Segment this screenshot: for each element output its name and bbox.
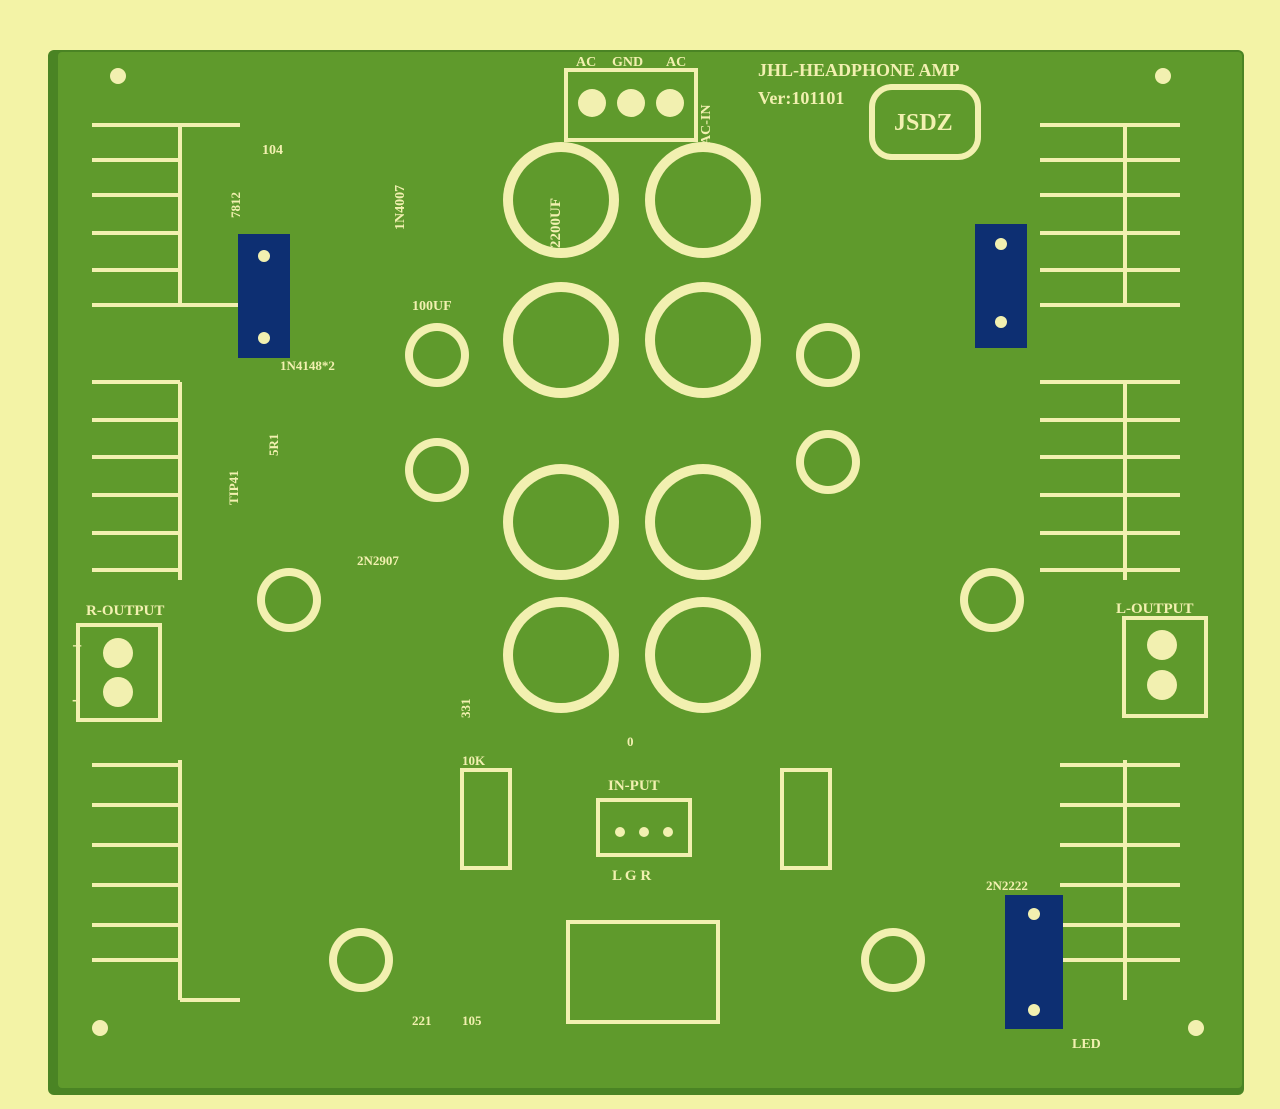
q-2n2222-label: 2N2222 xyxy=(986,878,1028,893)
plus-sign: + xyxy=(72,636,82,656)
brand-box-outline xyxy=(869,84,981,160)
led-label: LED xyxy=(1072,1037,1101,1052)
ac-label-left: AC xyxy=(576,55,596,70)
pcb-board xyxy=(58,52,1242,1088)
board-title: JHL-HEADPHONE AMP xyxy=(758,60,960,80)
diode-1n4007-label: 1N4007 xyxy=(393,185,408,230)
regulator-7812-label: 7812 xyxy=(228,192,243,218)
res-5r1-label: 5R1 xyxy=(266,434,281,456)
q-2n2907-label: 2N2907 xyxy=(357,553,399,568)
ac-in-label: AC-IN xyxy=(699,105,714,145)
input-label: IN-PUT xyxy=(608,778,660,794)
ac-in-terminal xyxy=(564,68,698,142)
cap-221-label: 221 xyxy=(412,1013,432,1028)
pot-footprints xyxy=(460,768,832,1024)
input-pins-label: L G R xyxy=(612,868,651,884)
r-output-label: R-OUTPUT xyxy=(86,603,164,619)
cap-100uf-label: 100UF xyxy=(412,299,452,314)
highlighted-resistors xyxy=(238,224,1063,1029)
pot-10k-label: 10K xyxy=(462,753,486,768)
zero-ohm-label: 0 xyxy=(627,734,634,749)
gnd-label: GND xyxy=(612,55,643,70)
brand-label: JSDZ xyxy=(894,110,953,136)
l-output-terminal xyxy=(1122,616,1208,718)
heatsink-outlines xyxy=(92,123,1180,1002)
mounting-holes xyxy=(92,68,1204,1036)
cap-2200uf-label: 2200UF xyxy=(548,198,564,248)
cap-331-label: 331 xyxy=(458,699,473,719)
tip41-label: TIP41 xyxy=(226,470,241,505)
minus-sign: - xyxy=(72,689,78,709)
diodes-1n4148-label: 1N4148*2 xyxy=(280,358,335,373)
board-version: Ver:101101 xyxy=(758,88,844,108)
cap-105-label: 105 xyxy=(462,1013,482,1028)
capacitor-100uf-centers xyxy=(265,331,1016,984)
cap-104-label: 104 xyxy=(262,143,283,158)
r-output-terminal xyxy=(76,623,162,722)
input-connector xyxy=(596,798,692,857)
capacitor-2200uf-footprints xyxy=(503,142,761,713)
l-output-label: L-OUTPUT xyxy=(1116,601,1194,617)
ac-label-right: AC xyxy=(666,55,686,70)
